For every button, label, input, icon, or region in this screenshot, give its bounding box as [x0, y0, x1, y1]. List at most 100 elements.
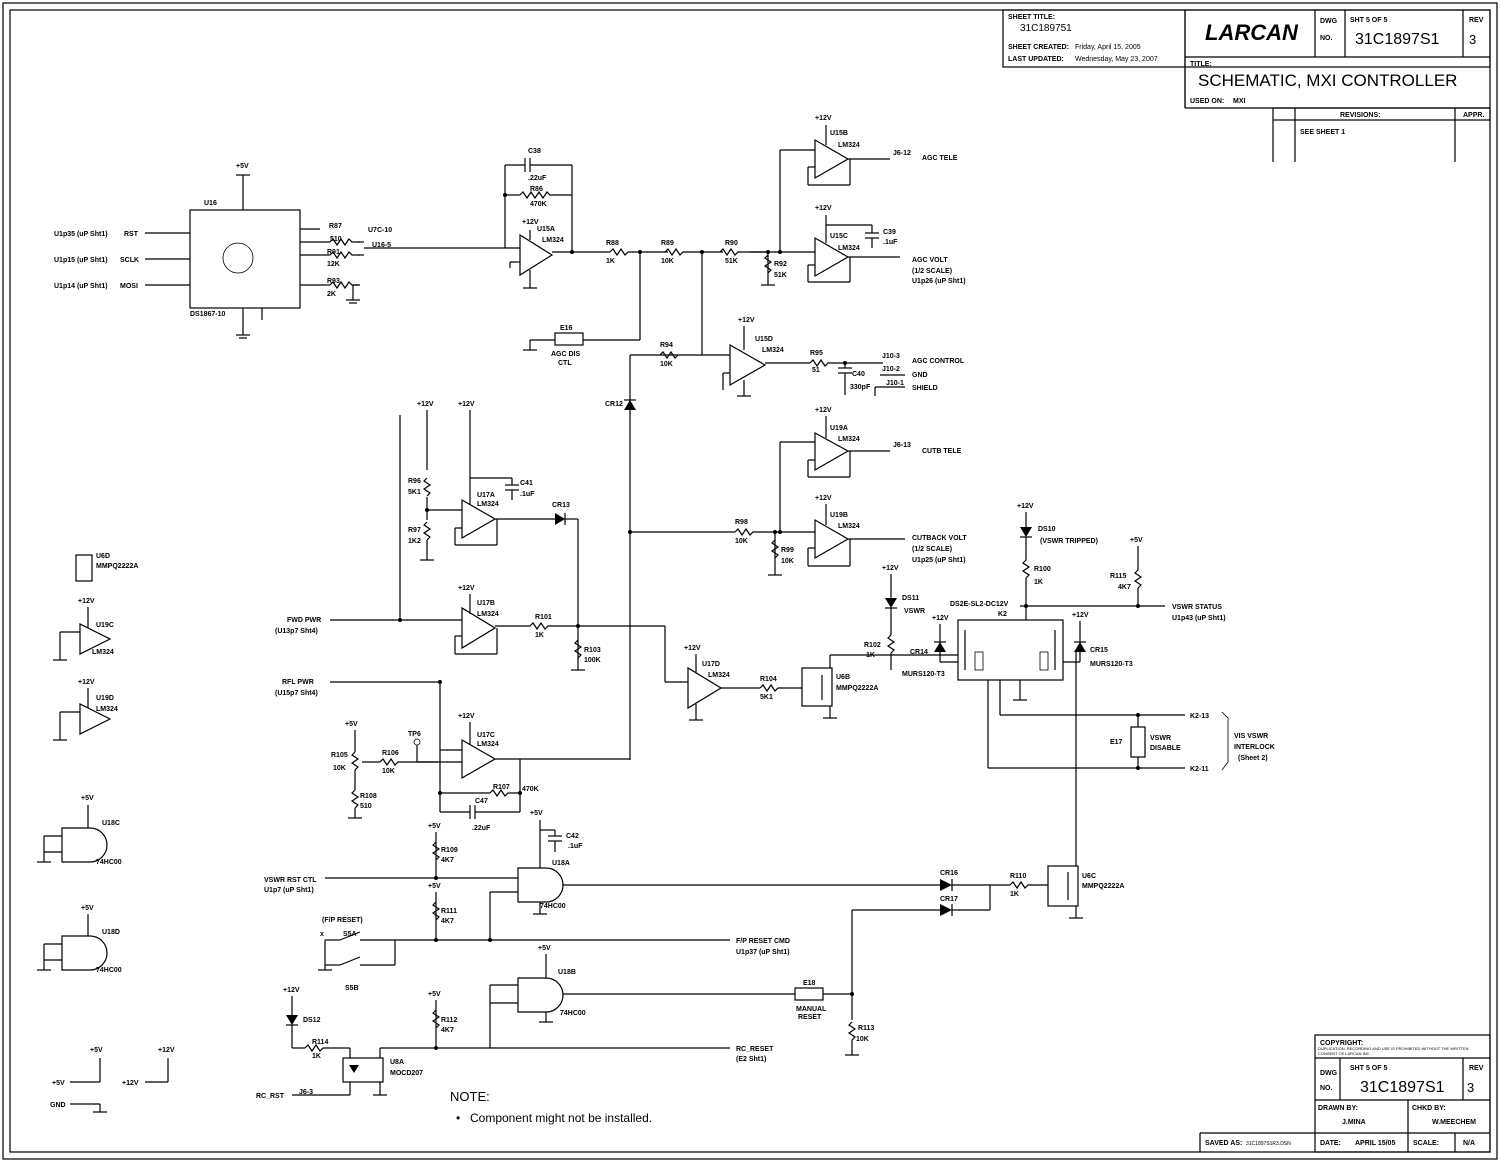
last-updated-label: LAST UPDATED:: [1008, 56, 1064, 63]
cr15-part: MURS120-T3: [1090, 661, 1133, 668]
u19d-label: U19D: [96, 695, 114, 702]
drawn-by: J.MINA: [1342, 1119, 1366, 1126]
agc-half-scale: (1/2 SCALE): [912, 268, 952, 275]
r91-value: 12K: [327, 261, 340, 268]
ds12-supply: +12V: [283, 987, 300, 994]
r112-label: R112: [441, 1017, 457, 1024]
u15a-supply: +12V: [522, 219, 539, 226]
u19a-opamp: U19A LM324 +12V J6-13 CUTB TELE: [779, 407, 962, 532]
u15b-part: LM324: [838, 142, 860, 149]
u19c-opamp: U19C LM324 +12V: [53, 598, 114, 661]
r112-value: 4K7: [441, 1027, 454, 1034]
r104-value: 5K1: [760, 694, 773, 701]
u17a-opamp: +12V R96 5K1 R97 1K2 U17A LM324 +12V C41…: [408, 401, 579, 660]
u15b-supply: +12V: [815, 115, 832, 122]
manual-label: MANUAL: [796, 1006, 827, 1013]
u18d-part: 74HC00: [96, 967, 122, 974]
agc-volt-label: AGC VOLT: [912, 257, 948, 264]
u16-label: U16: [204, 200, 217, 207]
j10-2-label: J10-2: [882, 366, 900, 373]
u15c-supply: +12V: [815, 205, 832, 212]
u17a-supply: +12V: [458, 401, 475, 408]
u15d-label: U15D: [755, 336, 773, 343]
u17d-supply: +12V: [684, 645, 701, 652]
bottom-title-block: COPYRIGHT: DUPLICATION, RECORDING AND US…: [1199, 1034, 1491, 1153]
u15d-part: LM324: [762, 347, 784, 354]
last-updated: Wednesday, May 23, 2007: [1075, 56, 1158, 63]
r93-value: 2K: [327, 291, 336, 298]
u19b-part: LM324: [838, 523, 860, 530]
note-heading: NOTE:: [450, 1089, 490, 1104]
mosi-label: MOSI: [120, 283, 138, 290]
r86-value: 470K: [530, 201, 547, 208]
scale-label: SCALE:: [1413, 1140, 1439, 1147]
r103-label: R103: [584, 647, 601, 654]
j6-13-label: J6-13: [893, 442, 911, 449]
ds2e-label: DS2E-SL2-DC12V: [950, 601, 1009, 608]
r107-value: 470K: [522, 786, 539, 793]
u19a-supply: +12V: [815, 407, 832, 414]
vswr-disable-label-2: DISABLE: [1150, 745, 1181, 752]
u15b-opamp: U15B LM324 +12V J6-12 AGC TELE: [807, 115, 958, 186]
cr16-label: CR16: [940, 870, 958, 877]
u15c-part: LM324: [838, 245, 860, 252]
u18d-label: U18D: [102, 929, 120, 936]
u18d-gate: U18D 74HC00 +5V: [37, 905, 122, 974]
u19d-part: LM324: [96, 706, 118, 713]
u18a-supply: +5V: [530, 810, 543, 817]
bottom-dwg-label: DWG: [1320, 1070, 1338, 1077]
r87-label: R87: [329, 223, 342, 230]
sheet-created-label: SHEET CREATED:: [1008, 44, 1069, 51]
shield-label: SHIELD: [912, 385, 938, 392]
u19c-part: LM324: [92, 649, 114, 656]
u6b-part: MMPQ2222A: [836, 685, 878, 692]
p12v-label: +12V: [122, 1080, 139, 1087]
revision: 3: [1469, 32, 1476, 47]
checked-by: W.MEECHEM: [1432, 1119, 1476, 1126]
revisions-label: REVISIONS:: [1340, 112, 1380, 119]
u15d-opamp: U15D LM324 +12V R94 10K R95 51 C40 330pF…: [630, 317, 965, 397]
r105-label: R105: [331, 752, 348, 759]
u1p25-label: U1p25 (uP Sht1): [912, 557, 966, 564]
see-sheet-note: SEE SHEET 1: [1300, 129, 1345, 136]
r96-supply: +12V: [417, 401, 434, 408]
c42-label: C42: [566, 833, 579, 840]
r91-label: R91: [327, 249, 340, 256]
r105-supply: +5V: [345, 721, 358, 728]
drawing-border: [9, 9, 1491, 1153]
c47-value: .22uF: [472, 825, 491, 832]
r101-label: R101: [535, 614, 552, 621]
agc-tele-label: AGC TELE: [922, 155, 958, 162]
c47-label: C47: [475, 798, 488, 805]
fp-reset-label: (F/P RESET): [322, 917, 363, 924]
copyright-label: COPYRIGHT:: [1320, 1040, 1363, 1047]
u6c-part: MMPQ2222A: [1082, 883, 1124, 890]
s5b-label: S5B: [345, 985, 359, 992]
cutback-half-scale: (1/2 SCALE): [912, 546, 952, 553]
p5v-label: +5V: [52, 1080, 65, 1087]
agc-resistor-chain: R88 1K R89 10K R90 51K R92 51K: [606, 149, 815, 355]
u17c-label: U17C: [477, 732, 495, 739]
u17a-part: LM324: [477, 501, 499, 508]
u17d-label: U17D: [702, 661, 720, 668]
r100-label: R100: [1034, 566, 1051, 573]
u17a-label: U17A: [477, 492, 495, 499]
used-on: MXI: [1233, 98, 1246, 105]
bottom-revision: 3: [1467, 1080, 1474, 1095]
cr15-supply: +12V: [1072, 612, 1089, 619]
u16-5-label: U16-5: [372, 242, 391, 249]
u17b-opamp: FWD PWR (U13p7 Sht4) U17B LM324 +12V R10…: [275, 415, 688, 683]
r102-label: R102: [864, 642, 881, 649]
title-label: TITLE:: [1190, 61, 1212, 68]
ds12-label: DS12: [303, 1017, 321, 1024]
c40-value: 330pF: [850, 384, 871, 391]
rst-label: RST: [124, 231, 139, 238]
u6b-transistor: U6B MMPQ2222A: [801, 654, 965, 719]
p12v-top-label: +12V: [158, 1047, 175, 1054]
u16-supply-label: +5V: [236, 163, 249, 170]
e2-sht1-label: (E2 Sht1): [736, 1056, 766, 1063]
r98-label: R98: [735, 519, 748, 526]
u6d-transistor: U6D MMPQ2222A: [75, 553, 138, 582]
u1p14-label: U1p14 (uP Sht1): [54, 283, 108, 290]
s5-reset-switch[interactable]: +5V R111 4K7 (F/P RESET) x S5A S5B F/P R…: [318, 883, 790, 992]
